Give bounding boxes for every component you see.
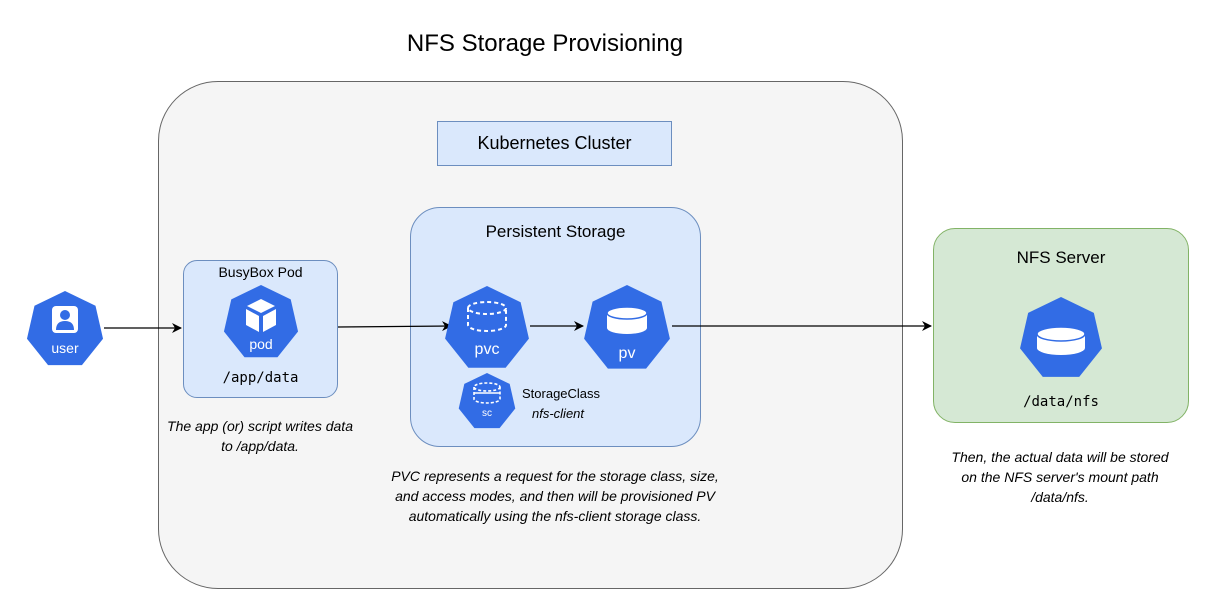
user-icon: user [26,291,104,366]
pod-note: The app (or) script writes data to /app/… [167,418,353,454]
persistent-storage-title: Persistent Storage [485,222,626,241]
busybox-pod-title: BusyBox Pod [218,264,303,280]
kubernetes-cluster-label: Kubernetes Cluster [437,121,672,166]
pv-icon-label: pv [619,345,636,362]
diagram-title: NFS Storage Provisioning [406,30,684,57]
nfs-mount-path: /data/nfs [1023,394,1099,410]
pvc-icon: pvc [445,286,529,368]
storage-note: PVC represents a request for the storage… [391,468,719,524]
pod-cube-icon: pod [223,285,299,358]
storage-icon [1020,297,1102,377]
storage-class-icon: sc [458,373,516,429]
user-icon-label: user [51,340,79,356]
storage-class-label: StorageClass [522,386,601,401]
nfs-server-title: NFS Server [1016,248,1106,267]
storage-class-name: nfs-client [532,406,585,421]
pvc-icon-label: pvc [475,341,500,358]
sc-icon-label: sc [482,408,492,419]
nfs-server-container [933,228,1189,423]
pod-to-pvc-arrow [337,321,452,332]
pod-mount-path: /app/data [222,370,299,386]
kubernetes-cluster-label-text: Kubernetes Cluster [477,133,632,153]
nfs-note: Then, the actual data will be stored on … [951,449,1169,505]
pv-icon: pv [584,285,670,369]
pod-icon-label: pod [249,336,272,352]
